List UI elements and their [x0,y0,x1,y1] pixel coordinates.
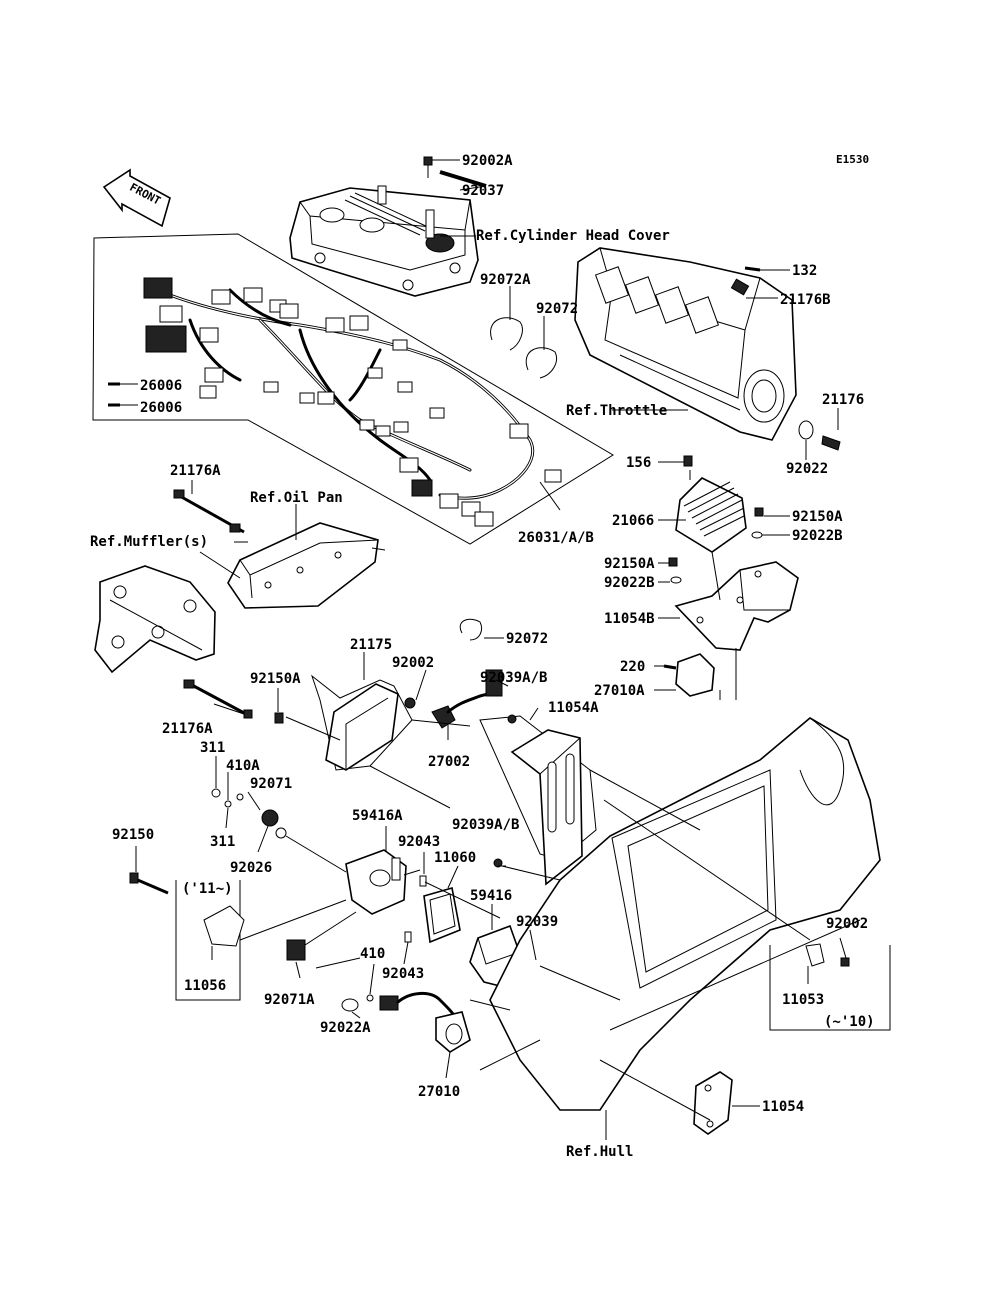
label-92002-right: 92002 [826,916,868,932]
label-311-a: 311 [200,740,225,756]
hull-drawing [479,717,881,1111]
connector-92071A-drawing [286,939,306,961]
label-92071A: 92071A [264,992,315,1008]
muffler-drawing [94,565,216,674]
label-92039: 92039 [516,914,558,930]
label-21176: 21176 [822,392,864,408]
label-410A: 410A [226,758,260,774]
label-21066: 21066 [612,513,654,529]
ref-cylinder-head-cover: Ref.Cylinder Head Cover [476,228,670,244]
label-92022B-mid: 92022B [604,575,655,591]
clamp-bands-drawing [459,317,557,641]
label-92002-mid: 92002 [392,655,434,671]
bracket-11054B-drawing [674,561,799,651]
ref-hull: Ref.Hull [566,1144,633,1160]
leader-lines [120,159,847,1140]
label-92022: 92022 [786,461,828,477]
label-92022B-right: 92022B [792,528,843,544]
label-27010: 27010 [418,1084,460,1100]
sensor-27010A-drawing [663,653,715,697]
label-92072-top: 92072 [536,301,578,317]
label-27010A: 27010A [594,683,645,699]
front-arrow-icon: FRONT [102,168,171,228]
label-11056: 11056 [184,978,226,994]
ecu-21175-drawing [310,674,413,771]
label-92037: 92037 [462,183,504,199]
bracket-11054-drawing [693,1071,733,1135]
label-21176B: 21176B [780,292,831,308]
ref-oil-pan: Ref.Oil Pan [250,490,343,506]
label-92039AB-bottom: 92039A/B [452,817,519,833]
label-92150A-mid: 92150A [604,556,655,572]
label-26006-b: 26006 [140,400,182,416]
label-92071: 92071 [250,776,292,792]
label-92039AB-top: 92039A/B [480,670,547,686]
regulator-21066-drawing [668,455,764,584]
label-311-b: 311 [210,834,235,850]
label-11054A: 11054A [548,700,599,716]
label-92022A: 92022A [320,1020,371,1036]
label-92150: 92150 [112,827,154,843]
case-59416A-drawing [345,849,421,915]
label-27002: 27002 [428,754,470,770]
small-hardware-left [129,697,517,943]
washer-92022A-drawing [341,994,374,1012]
diagram-code: E1530 [836,153,869,166]
label-11054B: 11054B [604,611,655,627]
bracket-11054A-drawing [479,715,597,886]
label-92072A: 92072A [480,272,531,288]
label-92150A-right: 92150A [792,509,843,525]
harness-frame [92,233,614,545]
oil-pan-drawing [227,522,386,609]
label-92072-mid: 92072 [506,631,548,647]
throttle-drawing [574,247,841,451]
label-92150A-left: 92150A [250,671,301,687]
ref-mufflers: Ref.Muffler(s) [90,534,208,550]
label-132: 132 [792,263,817,279]
sensor-27010-drawing [379,992,471,1053]
label-92026: 92026 [230,860,272,876]
label-21176A-top: 21176A [170,463,221,479]
label-220: 220 [620,659,645,675]
sensor-21176A-bottom-drawing [183,679,253,719]
cylinder-head-cover-drawing [289,156,487,297]
label-21176A-bottom: 21176A [162,721,213,737]
label-92002A: 92002A [462,153,513,169]
label-21175: 21175 [350,637,392,653]
sensor-21176A-top-drawing [173,489,245,534]
wiring-harness-drawing [108,277,562,527]
label-26031: 26031/A/B [518,530,594,546]
gasket-11060-drawing [423,886,461,944]
label-59416A: 59416A [352,808,403,824]
label-92043-top: 92043 [398,834,440,850]
label-10-note: (~'10) [824,1014,875,1030]
ref-throttle: Ref.Throttle [566,403,667,419]
label-11-note: ('11~) [182,881,233,897]
label-156: 156 [626,455,651,471]
label-26006-a: 26006 [140,378,182,394]
label-11060: 11060 [434,850,476,866]
label-11053: 11053 [782,992,824,1008]
label-59416: 59416 [470,888,512,904]
label-410: 410 [360,946,385,962]
box-to-10 [769,943,891,1031]
label-11054: 11054 [762,1099,804,1115]
label-92043-bottom: 92043 [382,966,424,982]
